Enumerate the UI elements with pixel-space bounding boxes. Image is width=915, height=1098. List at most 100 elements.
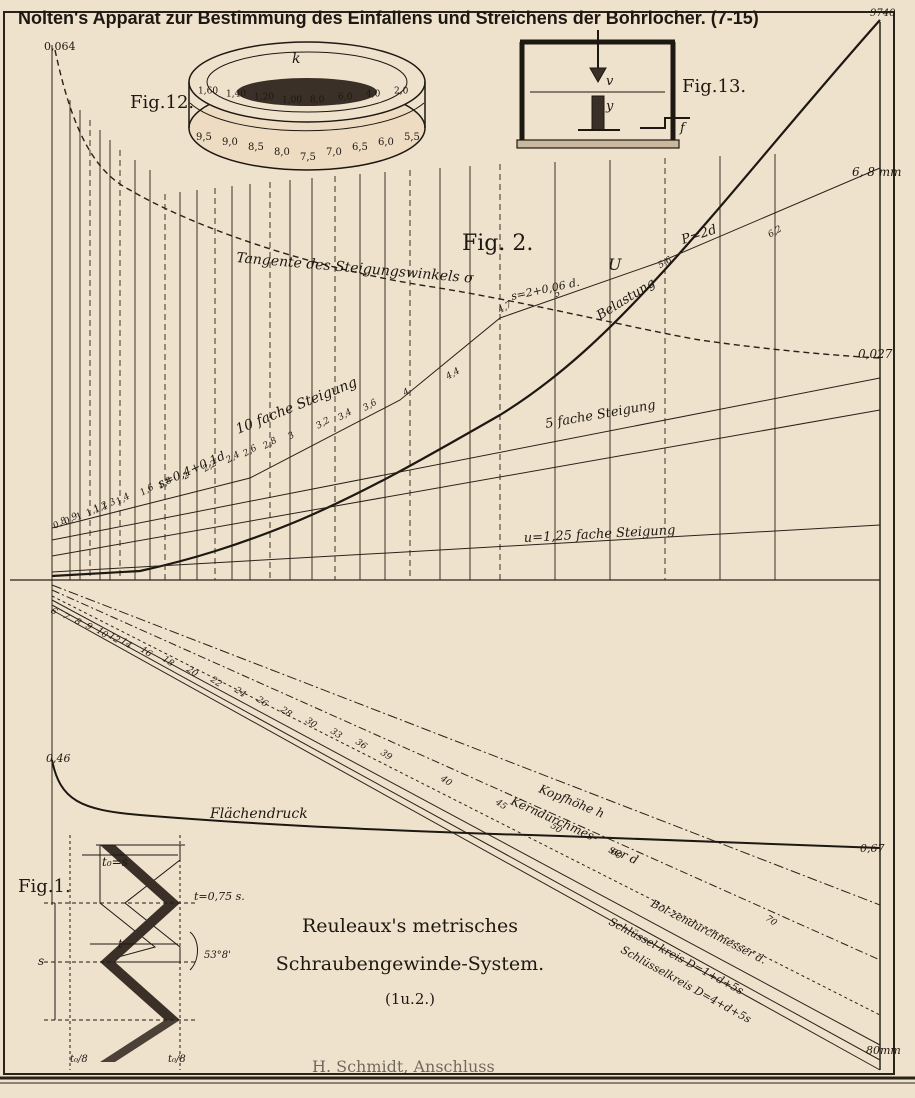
fig12-bottom-tick: 8,5 — [248, 142, 264, 153]
s-formula-small: s=0,4+0,1d — [156, 448, 228, 490]
caption-line2: Schraubengewinde-System. — [276, 953, 544, 975]
tenfold-label: 10 fache Steigung — [234, 374, 360, 437]
plate-frame — [3, 11, 895, 1075]
fig1-s: s — [38, 954, 44, 968]
pitch-value-label: 3 — [287, 430, 297, 442]
fig12-k: k — [292, 51, 300, 67]
schluessel-line-1 — [51, 599, 881, 1046]
fig13-y: y — [605, 99, 614, 114]
fig12-top-tick: 8,0 — [310, 96, 325, 106]
fig1-t0-bottom-right: t₀/8 — [168, 1054, 186, 1065]
tangent-label: Tangente des Steigungswinkels σ — [236, 250, 475, 287]
fig12-top-tick: 4,0 — [366, 90, 381, 100]
flachendruck-curve — [51, 759, 881, 849]
fig12-top-tick: 1,00 — [282, 96, 302, 106]
fig1-t0-top: t₀=s — [102, 855, 128, 869]
U-label: U — [608, 255, 622, 274]
fig12-bottom-tick: 7,0 — [326, 147, 342, 158]
tangent-curve — [54, 49, 881, 359]
pitch-value-label: 3,4 — [337, 407, 355, 423]
left-value-flachen: 0,46 — [46, 752, 71, 765]
fig12-top-tick: 2,0 — [394, 87, 409, 97]
fig12-bottom-tick: 9,0 — [222, 137, 238, 148]
fig12-bottom-tick: 5,5 — [404, 132, 420, 143]
diameter-value-label: 40 — [437, 773, 453, 788]
diameter-value-label: 22 — [207, 674, 223, 689]
pitch-value-label: 1,6 — [139, 482, 157, 498]
fig2-label: Fig. 2. — [462, 231, 533, 256]
schluessel-line-3 — [51, 609, 881, 1071]
tenfold-line — [51, 377, 881, 541]
right-value-tangent: 0,027 — [858, 347, 893, 361]
diameter-value-label: 45 — [492, 797, 508, 812]
pitch-value-label: 2,6 — [241, 443, 259, 459]
fig1-thread-profile — [44, 835, 198, 1070]
pitch-value-label: 2 — [181, 470, 192, 482]
u-line — [51, 524, 881, 573]
pitch-line — [51, 167, 881, 529]
footer-text: H. Schmidt, Anschluss — [312, 1057, 495, 1076]
diameter-value-label: 39 — [378, 748, 393, 763]
pitch-value-label: 3,6 — [362, 398, 380, 414]
diameter-value-label: 70 — [763, 914, 778, 929]
fig13-apparatus — [516, 30, 690, 149]
fig13-label: Fig.13. — [682, 76, 746, 97]
belastung-label: Belastung — [593, 276, 658, 324]
bolzen-line — [51, 595, 881, 1016]
fig12-bottom-tick: 8,0 — [274, 147, 290, 158]
fig1-t: t — [118, 937, 123, 951]
header-title: Nolten's Apparat zur Bestimmung des Einf… — [18, 8, 759, 28]
fivefold-line — [51, 409, 881, 557]
fig12-label: Fig.12. — [130, 92, 194, 113]
diameter-value-label: 30 — [303, 716, 318, 731]
right-value-pitch: 6, 8 mm — [852, 165, 901, 179]
pitch-value-label: 4 — [401, 387, 412, 399]
top-left-value: 0,064 — [44, 40, 76, 53]
u-label: u=1,25 fache Steigung — [523, 523, 675, 546]
diameter-value-label: 26 — [253, 694, 269, 709]
pitch-value-label: 1 — [75, 511, 85, 523]
pitch-value-label: 3,2 — [315, 416, 333, 432]
kern-line — [51, 589, 881, 961]
fig1-t0-bottom-left: t₀/8 — [70, 1054, 88, 1065]
top-right-value: 9740 — [870, 8, 896, 19]
kopfhohe-line — [51, 584, 881, 906]
diameter-value-label: 7 — [60, 611, 71, 623]
pitch-value-label: 5 — [553, 288, 563, 300]
vertical-grid — [69, 100, 776, 580]
diameter-value-label: 28 — [277, 705, 293, 720]
fig12-bottom-tick: 6,5 — [352, 142, 368, 153]
fig12-bottom-tick: 6,0 — [378, 137, 394, 148]
diameter-value-label: 36 — [353, 737, 368, 752]
fig12-bottom-tick: 7,5 — [300, 152, 316, 163]
fig1-t-eq: t=0,75 s. — [194, 890, 245, 903]
pitch-value-label: 4,4 — [444, 366, 462, 382]
fig1-label: Fig.1. — [18, 876, 71, 897]
P-formula: P=2d — [679, 222, 719, 248]
diameter-value-label: 6 — [48, 606, 59, 618]
fig12-top-tick: 1,20 — [254, 93, 274, 103]
s-formula: s=2+0,06 d. — [510, 276, 581, 303]
load-curve — [51, 19, 881, 578]
fig12-top-tick: 1,40 — [226, 90, 246, 100]
diameter-value-label: 20 — [183, 664, 199, 679]
pitch-value-label: 6,2 — [767, 224, 785, 240]
flachendruck-label: Flächendruck — [209, 806, 308, 822]
right-value-flachen: 0,67 — [860, 842, 885, 855]
fivefold-label: 5 fache Steigung — [544, 398, 657, 432]
diameter-value-label: 33 — [328, 727, 343, 742]
bottom-right-value: 80mm — [866, 1044, 901, 1057]
caption-line3: (1u.2.) — [385, 990, 435, 1008]
diameter-value-label: 8 — [72, 617, 83, 629]
pitch-value-label: 1,4 — [115, 492, 133, 508]
pitch-value-label: 2,4 — [224, 450, 242, 466]
fig13-v: v — [606, 74, 614, 89]
pitch-value-label: 2,8 — [261, 436, 279, 452]
diameter-value-label: 9 — [83, 621, 94, 633]
